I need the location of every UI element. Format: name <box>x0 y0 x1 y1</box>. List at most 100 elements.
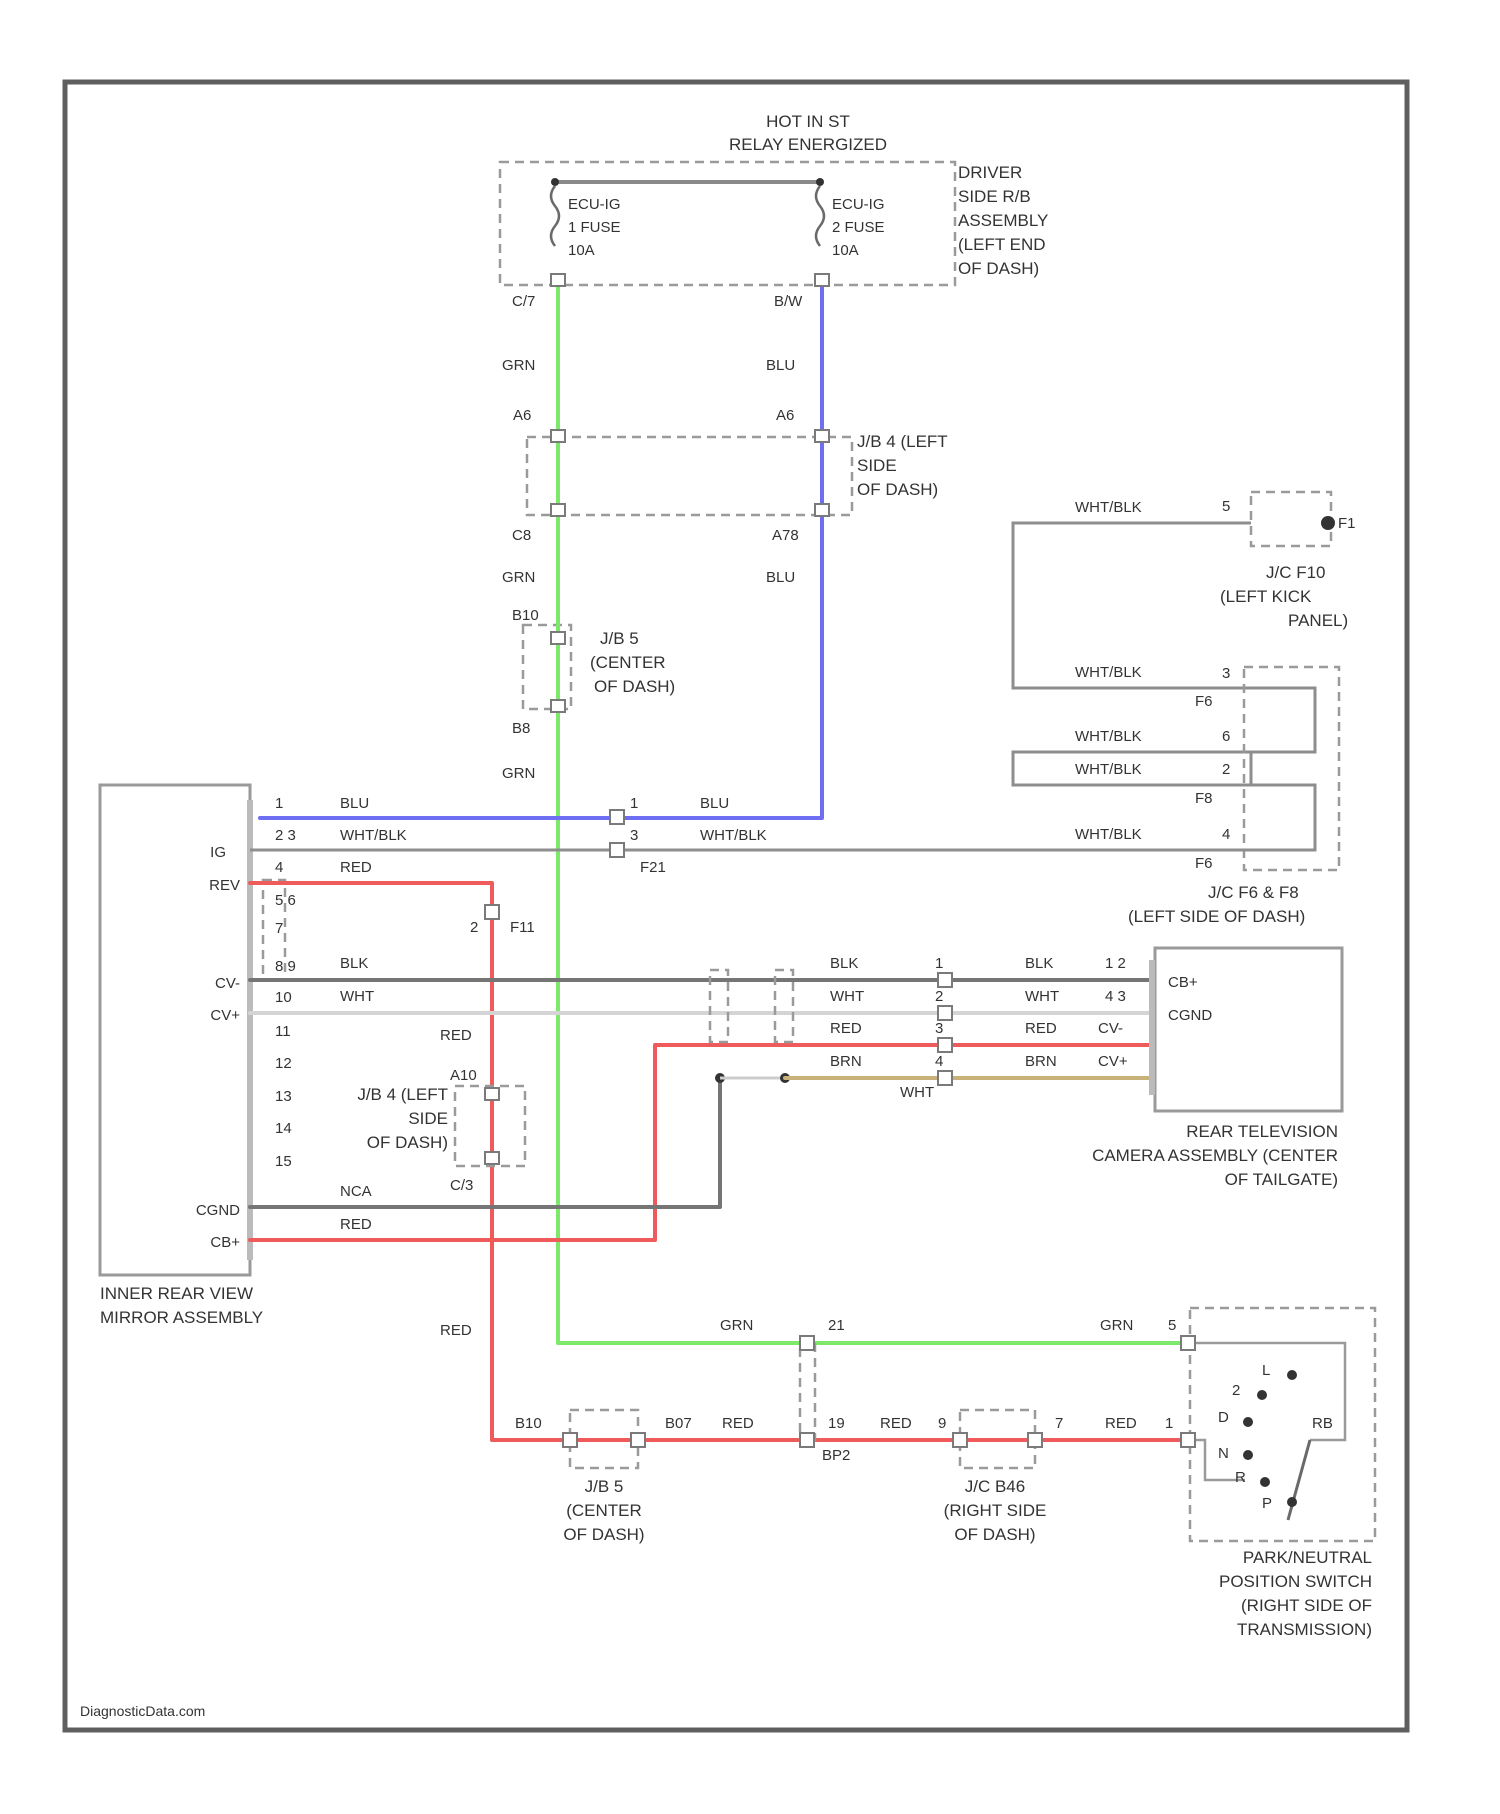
svg-text:(CENTER: (CENTER <box>566 1501 642 1520</box>
svg-text:OF DASH): OF DASH) <box>594 677 675 696</box>
jcf6f8-label: J/C F6 & F8 (LEFT SIDE OF DASH) <box>1128 883 1305 926</box>
jb5-bottom-label: J/B 5 (CENTER OF DASH) <box>563 1477 644 1544</box>
jcf6f8-pins: 3 F6 6 2 F8 4 F6 <box>1195 665 1230 872</box>
svg-text:RB: RB <box>1312 1415 1333 1432</box>
svg-text:REAR TELEVISION: REAR TELEVISION <box>1186 1122 1338 1141</box>
jb5-mid-label: J/B 5 (CENTER OF DASH) <box>590 629 675 696</box>
svg-text:F11: F11 <box>510 919 535 936</box>
jb5-mid-pin-b10: B10 <box>512 607 539 624</box>
watermark: DiagnosticData.com <box>80 1703 205 1719</box>
svg-text:F6: F6 <box>1195 693 1213 710</box>
wire-label-red-lower: RED <box>440 1322 472 1339</box>
jcf10-pin-f1: F1 <box>1338 515 1356 532</box>
wire-label-whtblk-4: WHT/BLK <box>1075 761 1142 778</box>
svg-text:REV: REV <box>209 877 240 894</box>
svg-text:12: 12 <box>275 1055 292 1072</box>
svg-text:4: 4 <box>275 859 283 876</box>
svg-text:OF DASH): OF DASH) <box>563 1525 644 1544</box>
svg-text:21: 21 <box>828 1317 845 1334</box>
f21-connector: 1 3 F21 <box>610 795 666 876</box>
svg-text:R: R <box>1235 1469 1246 1486</box>
svg-text:19: 19 <box>828 1415 845 1432</box>
jcf10-pin-5: 5 <box>1222 498 1230 515</box>
wire-label-wht-1: WHT <box>340 988 374 1005</box>
svg-text:1: 1 <box>935 955 943 972</box>
svg-text:J/B 4 (LEFT: J/B 4 (LEFT <box>357 1085 448 1104</box>
svg-text:11: 11 <box>275 1023 291 1040</box>
wire-label-red-bottom-2: RED <box>880 1415 912 1432</box>
svg-text:3: 3 <box>1222 665 1230 682</box>
jb4-low-pin-c3: C/3 <box>450 1177 473 1194</box>
wire-label-red-bottom-1: RED <box>722 1415 754 1432</box>
svg-text:ASSEMBLY: ASSEMBLY <box>958 211 1048 230</box>
wire-label-blu-f21: BLU <box>700 795 729 812</box>
f11-connector: 2 F11 <box>470 905 535 936</box>
pn-switch-contact <box>1288 1440 1310 1520</box>
jcf6f8-box <box>1244 667 1339 870</box>
camera-label: REAR TELEVISION CAMERA ASSEMBLY (CENTER … <box>1092 1122 1338 1189</box>
mirror-label: INNER REAR VIEW MIRROR ASSEMBLY <box>100 1284 263 1327</box>
svg-text:J/C B46: J/C B46 <box>965 1477 1025 1496</box>
wire-wb-bridge-1 <box>1251 688 1315 752</box>
pn-switch-pin-1: 1 <box>1165 1415 1173 1432</box>
wire-label-whtblk-1: WHT/BLK <box>1075 499 1142 516</box>
wire-label-red-cb: RED <box>340 1216 372 1233</box>
svg-text:10A: 10A <box>832 242 859 259</box>
svg-text:4 3: 4 3 <box>1105 988 1126 1005</box>
fuse-bus-dot-right <box>816 178 824 186</box>
wire-label-grn-3: GRN <box>502 765 535 782</box>
jb5-bottom-pin-b07: B07 <box>665 1415 692 1432</box>
svg-text:POSITION SWITCH: POSITION SWITCH <box>1219 1572 1372 1591</box>
jcf10-dot <box>1321 516 1335 530</box>
svg-text:ECU-IG: ECU-IG <box>832 196 885 213</box>
wire-label-grn-bottom-2: GRN <box>1100 1317 1133 1334</box>
wire-label-wht-3: WHT <box>1025 988 1059 1005</box>
pin-bw: B/W <box>774 293 803 310</box>
wire-label-red-rev: RED <box>340 859 372 876</box>
svg-text:CV-: CV- <box>215 975 240 992</box>
wire-label-wht-2: WHT <box>830 988 864 1005</box>
svg-text:OF TAILGATE): OF TAILGATE) <box>1225 1170 1338 1189</box>
wire-label-blk-1: BLK <box>340 955 368 972</box>
header-line1: HOT IN ST <box>766 112 850 131</box>
jb4-low-label: J/B 4 (LEFT SIDE OF DASH) <box>357 1085 448 1152</box>
svg-text:OF DASH): OF DASH) <box>857 480 938 499</box>
svg-text:OF DASH): OF DASH) <box>367 1133 448 1152</box>
pn-switch-label: PARK/NEUTRAL POSITION SWITCH (RIGHT SIDE… <box>1219 1548 1372 1639</box>
svg-text:J/B 5: J/B 5 <box>585 1477 624 1496</box>
jb4-low-pin-a10: A10 <box>450 1067 477 1084</box>
svg-text:CGND: CGND <box>1168 1007 1212 1024</box>
svg-text:CB+: CB+ <box>210 1234 240 1251</box>
svg-text:2 FUSE: 2 FUSE <box>832 219 885 236</box>
camera-body <box>1155 948 1342 1111</box>
svg-text:CV-: CV- <box>1098 1020 1123 1037</box>
svg-text:N: N <box>1218 1445 1229 1462</box>
jb4-top-label: J/B 4 (LEFT SIDE OF DASH) <box>857 432 948 499</box>
driver-side-rb-label: DRIVER SIDE R/B ASSEMBLY (LEFT END OF DA… <box>958 163 1048 278</box>
svg-text:SIDE: SIDE <box>857 456 897 475</box>
svg-text:1 2: 1 2 <box>1105 955 1126 972</box>
fuse-bus-dot-left <box>551 178 559 186</box>
wire-label-whtblk-f21: WHT/BLK <box>700 827 767 844</box>
wire-label-grn-2: GRN <box>502 569 535 586</box>
svg-text:J/B 5: J/B 5 <box>600 629 639 648</box>
svg-text:(RIGHT SIDE OF: (RIGHT SIDE OF <box>1241 1596 1372 1615</box>
svg-text:SIDE: SIDE <box>408 1109 448 1128</box>
jb4-top-box <box>527 437 852 515</box>
jb4-top-pin-a78: A78 <box>772 527 799 544</box>
wire-label-ncm: NCA <box>340 1183 372 1200</box>
svg-text:2: 2 <box>470 919 478 936</box>
svg-text:TRANSMISSION): TRANSMISSION) <box>1237 1620 1372 1639</box>
jcf10-label: J/C F10 (LEFT KICK PANEL) <box>1220 563 1348 630</box>
svg-text:L: L <box>1262 1362 1270 1379</box>
wire-label-whtblk-mirror: WHT/BLK <box>340 827 407 844</box>
svg-text:J/B 4 (LEFT: J/B 4 (LEFT <box>857 432 948 451</box>
svg-text:D: D <box>1218 1409 1229 1426</box>
svg-text:CV+: CV+ <box>210 1007 240 1024</box>
svg-text:PANEL): PANEL) <box>1288 611 1348 630</box>
fuse-1: ECU-IG 1 FUSE 10A <box>551 186 621 259</box>
svg-text:2 3: 2 3 <box>275 827 296 844</box>
svg-text:6: 6 <box>1222 728 1230 745</box>
svg-text:BP2: BP2 <box>822 1447 850 1464</box>
